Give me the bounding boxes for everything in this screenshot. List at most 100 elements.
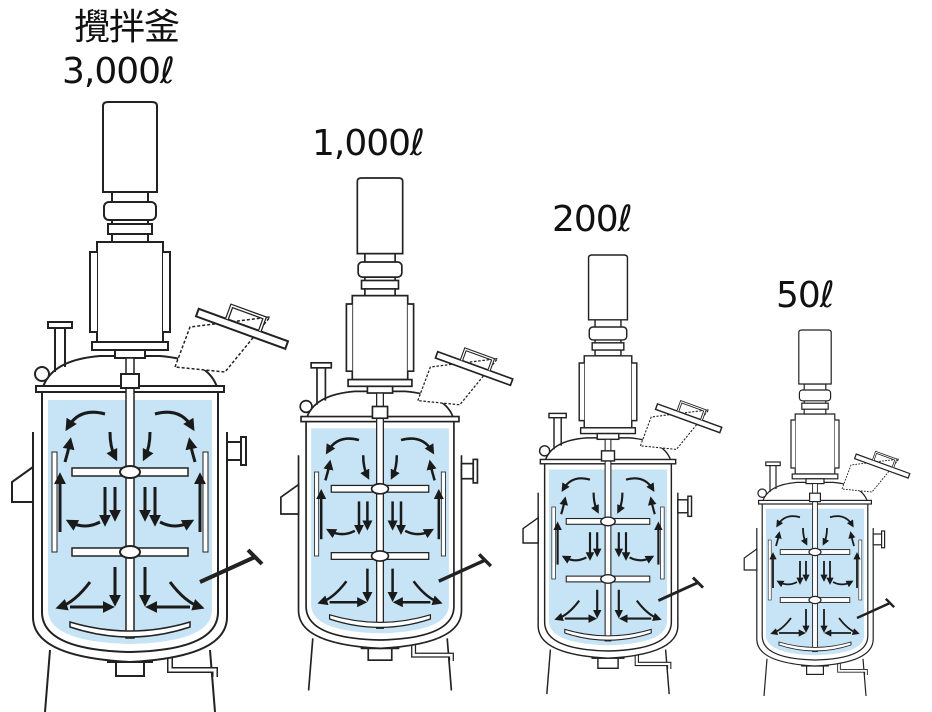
bottom-valve bbox=[597, 657, 619, 669]
vent-pipe bbox=[553, 416, 562, 450]
flow-arrow bbox=[822, 527, 830, 546]
stand-base bbox=[579, 427, 637, 435]
flow-arrow bbox=[625, 477, 655, 492]
impeller-hub bbox=[119, 545, 141, 559]
capacity-label-1000: 1,000ℓ bbox=[312, 123, 425, 164]
flow-arrow bbox=[770, 617, 792, 636]
flow-arrow bbox=[554, 599, 581, 622]
motor-stand bbox=[794, 413, 836, 475]
flow-arrow bbox=[561, 555, 587, 564]
shaft-seal bbox=[114, 349, 146, 359]
flow-arrow bbox=[635, 599, 662, 622]
flow-arrow bbox=[559, 496, 569, 515]
capacity-label-3000: 3,000ℓ bbox=[62, 51, 175, 92]
side-nozzle-flange bbox=[881, 530, 886, 549]
flow-arrow bbox=[159, 519, 195, 531]
vent-flange bbox=[548, 412, 567, 419]
side-bracket bbox=[280, 482, 300, 515]
flow-arrow bbox=[185, 437, 198, 463]
tank-3000 bbox=[11, 101, 290, 712]
coupling-flange bbox=[588, 326, 628, 341]
flow-arrow bbox=[829, 515, 854, 528]
coupling-flange bbox=[798, 389, 832, 402]
side-nozzle bbox=[872, 533, 883, 546]
shaft-seal bbox=[805, 478, 825, 485]
motor bbox=[798, 329, 832, 385]
bottom-valve bbox=[367, 647, 393, 662]
flow-arrow bbox=[168, 581, 205, 611]
motor bbox=[587, 254, 629, 321]
flow-arrow bbox=[323, 459, 334, 481]
stand-bracket bbox=[578, 362, 638, 422]
flow-arrow bbox=[838, 617, 860, 636]
flow-arrow bbox=[617, 492, 625, 514]
shaft-collar bbox=[371, 405, 389, 420]
side-nozzle-flange bbox=[240, 436, 247, 466]
flow-arrow bbox=[426, 459, 437, 481]
stand-bracket bbox=[345, 303, 415, 373]
drain-pipe bbox=[838, 658, 867, 676]
shaft-collar bbox=[120, 373, 140, 389]
side-nozzle bbox=[460, 462, 475, 480]
flow-arrow bbox=[774, 531, 782, 547]
flow-arrow bbox=[404, 528, 434, 539]
flow-arrow bbox=[65, 410, 106, 432]
side-bracket bbox=[743, 547, 758, 571]
flow-arrow bbox=[325, 437, 360, 455]
impeller-hub bbox=[600, 573, 616, 585]
bottom-valve bbox=[805, 665, 825, 676]
flow-arrow bbox=[55, 581, 92, 611]
motor bbox=[102, 101, 158, 193]
flow-arrow bbox=[561, 477, 591, 492]
capacity-label-50: 50ℓ bbox=[776, 275, 835, 316]
stand-base bbox=[791, 473, 839, 480]
agitator-shaft bbox=[376, 392, 384, 629]
impeller-hub bbox=[370, 550, 390, 562]
baffle bbox=[858, 539, 863, 601]
baffle bbox=[660, 506, 665, 580]
manhole-lid bbox=[434, 347, 514, 387]
lug bbox=[34, 366, 50, 382]
thermometer-well bbox=[657, 576, 705, 602]
agitator-shaft bbox=[125, 357, 135, 639]
manhole-lid bbox=[853, 450, 911, 479]
flow-arrow bbox=[629, 555, 655, 564]
stand-bracket bbox=[790, 419, 840, 469]
tank-1000 bbox=[280, 177, 514, 691]
flow-arrow bbox=[800, 527, 808, 546]
manhole-lid-plate bbox=[434, 350, 514, 387]
manhole-lid bbox=[654, 399, 723, 434]
manhole-lid-plate bbox=[853, 453, 911, 479]
side-nozzle-flange bbox=[687, 495, 693, 518]
coupling-ring bbox=[591, 342, 625, 351]
flow-arrow bbox=[390, 455, 400, 480]
side-bracket bbox=[11, 465, 34, 503]
vent-flange bbox=[47, 321, 73, 329]
impeller-hub bbox=[808, 595, 822, 605]
side-nozzle-flange bbox=[472, 458, 479, 484]
shaft-seal bbox=[596, 432, 620, 441]
flow-arrow bbox=[848, 531, 856, 547]
flow-arrow bbox=[360, 455, 370, 480]
shaft-collar bbox=[808, 492, 822, 503]
tank-leg bbox=[44, 649, 216, 712]
manhole-handle bbox=[460, 348, 494, 371]
drain-pipe bbox=[635, 649, 671, 669]
tank-leg bbox=[546, 649, 670, 695]
flow-arrow bbox=[647, 496, 657, 515]
flow-arrow bbox=[776, 515, 801, 528]
motor-stand bbox=[583, 355, 633, 429]
manhole-lid-plate bbox=[194, 307, 290, 351]
stand-bracket bbox=[89, 251, 171, 333]
anchor-blade bbox=[564, 628, 652, 641]
flow-arrow bbox=[142, 431, 154, 462]
motor bbox=[356, 177, 404, 255]
manhole-handle bbox=[226, 304, 266, 332]
capacity-label-200: 200ℓ bbox=[552, 199, 633, 240]
vent-pipe bbox=[769, 465, 777, 493]
thermometer-well bbox=[438, 553, 493, 583]
impeller-hub bbox=[370, 482, 390, 495]
bottom-valve bbox=[115, 661, 145, 677]
